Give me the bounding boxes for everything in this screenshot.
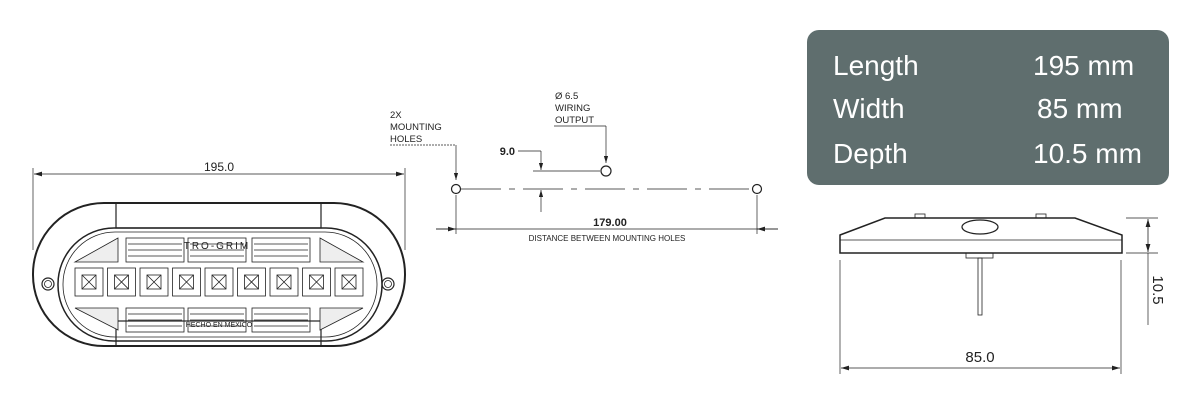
- led-cell: [74, 267, 104, 297]
- width-dimension-label: 85.0: [965, 349, 994, 366]
- lens-bar: [187, 237, 247, 263]
- wiring-output-hole: [600, 165, 612, 177]
- wiring-cable: [977, 257, 983, 316]
- spec-value: 10.5 mm: [1033, 138, 1142, 169]
- spec-value: 85 mm: [1037, 93, 1123, 124]
- svg-text:MOUNTING: MOUNTING: [390, 122, 442, 133]
- mounting-hole-left: [450, 183, 462, 195]
- led-cell: [204, 267, 234, 297]
- led-cell: [139, 267, 169, 297]
- led-cell: [302, 267, 331, 297]
- offset-dimension-label: 9.0: [500, 146, 515, 158]
- mounting-hole-left: [41, 277, 55, 291]
- depth-dimension-label: 10.5: [1149, 275, 1166, 304]
- led-cell: [269, 267, 299, 297]
- mounting-hole-right: [381, 277, 395, 291]
- spec-label: Width: [833, 93, 905, 124]
- lens-bar: [125, 237, 185, 263]
- lens-bar: [251, 307, 311, 333]
- svg-text:WIRING: WIRING: [555, 103, 590, 114]
- spec-panel: Length 195 mm Width 85 mm Depth 10.5 mm: [807, 30, 1169, 185]
- front-view: [32, 168, 406, 347]
- led-cell: [237, 267, 266, 297]
- led-cell: [172, 267, 201, 297]
- origin-text: HECHO EN MEXICO: [186, 322, 253, 329]
- led-cell: [107, 267, 136, 297]
- svg-text:OUTPUT: OUTPUT: [555, 115, 594, 126]
- hole-layout-view: [390, 125, 778, 234]
- svg-text:Ø 6.5: Ø 6.5: [555, 91, 578, 102]
- spec-row-length: Length 195 mm: [833, 50, 1153, 90]
- svg-text:2X: 2X: [390, 110, 402, 121]
- spacing-caption: DISTANCE BETWEEN MOUNTING HOLES: [529, 234, 686, 243]
- lens-bar: [251, 237, 311, 263]
- spec-row-width: Width 85 mm: [833, 93, 1153, 133]
- lens-bar: [187, 307, 247, 333]
- wiring-output-label: Ø 6.5 WIRING OUTPUT: [555, 91, 594, 126]
- lens-bar: [125, 307, 185, 333]
- svg-text:HOLES: HOLES: [390, 134, 422, 145]
- spec-value: 195 mm: [1033, 50, 1135, 81]
- mounting-holes-label: 2X MOUNTING HOLES: [390, 110, 442, 145]
- length-dimension-label: 195.0: [204, 160, 234, 174]
- spec-row-depth: Depth 10.5 mm: [833, 138, 1153, 178]
- side-view: [839, 213, 1158, 374]
- led-cell: [334, 267, 364, 297]
- spacing-dimension-label: 179.00: [593, 217, 627, 229]
- mounting-hole-right: [751, 183, 763, 195]
- spec-label: Depth: [833, 138, 908, 169]
- brand-text: TRO-GRIM: [184, 241, 251, 252]
- spec-label: Length: [833, 50, 919, 81]
